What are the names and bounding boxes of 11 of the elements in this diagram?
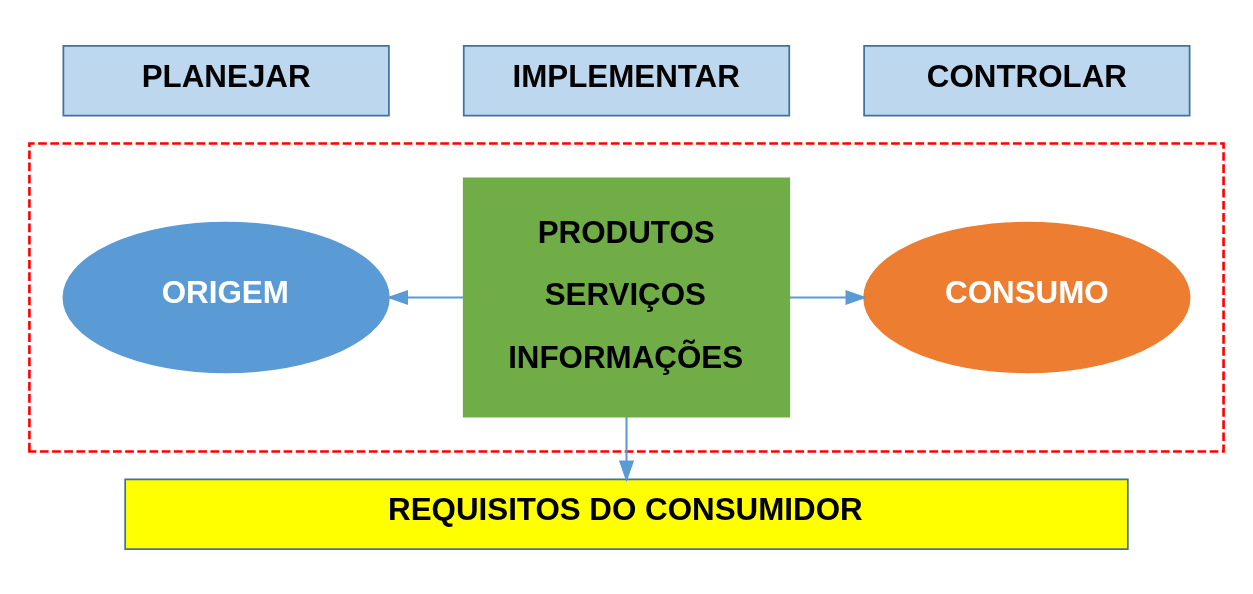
node-box: REQUISITOS DO CONSUMIDOR (124, 478, 1129, 550)
arrow (386, 289, 464, 305)
node-box: IMPLEMENTAR (462, 44, 791, 116)
node-ellipse: CONSUMO (863, 221, 1191, 373)
cluster (28, 141, 1225, 453)
node-box: PLANEJAR (62, 44, 390, 116)
node-box: CONTROLAR (863, 44, 1191, 116)
arrow (789, 289, 868, 305)
node-ellipse: ORIGEM (62, 221, 390, 373)
arrow (618, 416, 635, 482)
node-box: PRODUTOS SERVIÇOS INFORMAÇÕES (462, 176, 791, 418)
